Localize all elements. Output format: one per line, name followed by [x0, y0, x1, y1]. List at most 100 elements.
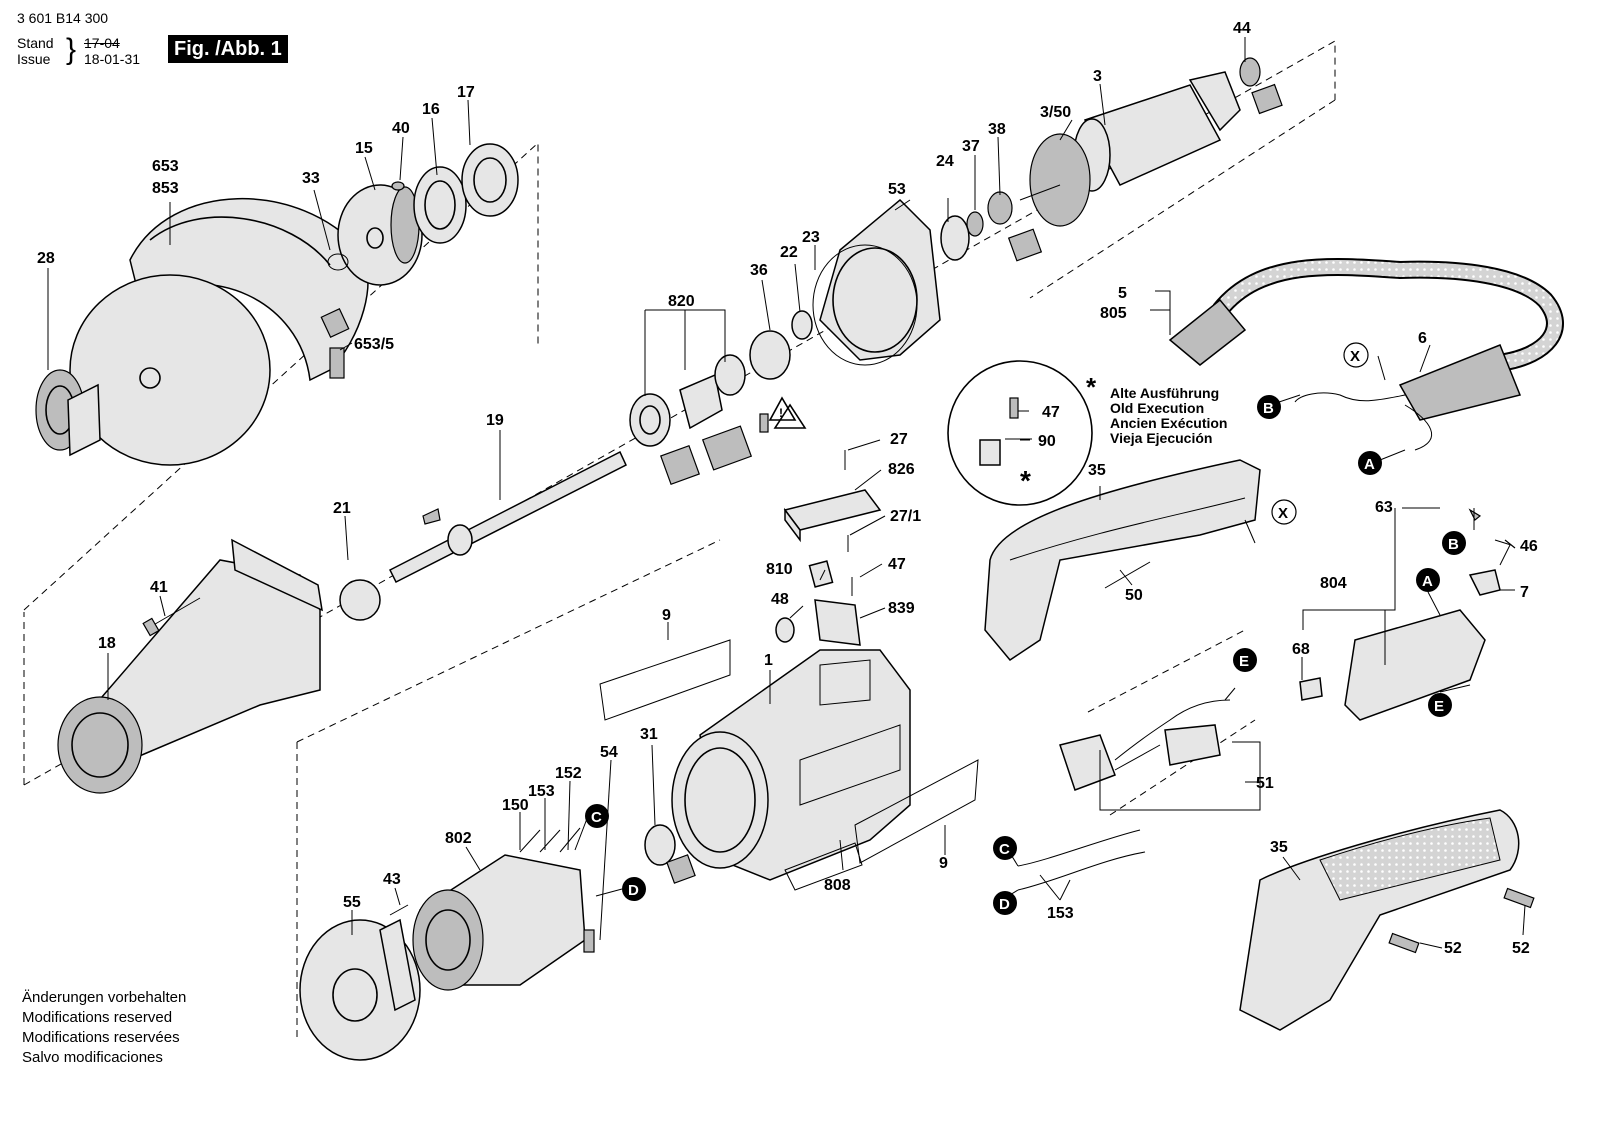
label-6: 6: [1418, 330, 1427, 347]
label-18: 18: [98, 635, 116, 652]
marker-b: B: [1263, 400, 1274, 417]
label-802: 802: [445, 830, 472, 847]
gear-housing: [812, 198, 941, 366]
label-37: 37: [962, 138, 980, 155]
label-63: 63: [1375, 499, 1393, 516]
asterisk-icon: *: [1020, 465, 1031, 496]
label-27-1: 27/1: [890, 508, 921, 525]
old-exec-es: Vieja Ejecución: [1110, 430, 1213, 446]
label-808: 808: [824, 877, 851, 894]
label-805: 805: [1100, 305, 1127, 322]
marker-a: A: [1364, 456, 1375, 473]
label-52a: 52: [1444, 940, 1462, 957]
label-853: 853: [152, 180, 179, 197]
old-exec-fr: Ancien Exécution: [1110, 415, 1228, 431]
wheel-guard: [129, 198, 369, 382]
label-1: 1: [764, 652, 773, 669]
label-48: 48: [771, 591, 789, 608]
label-36: 36: [750, 262, 768, 279]
note-fr: Modifications reservées: [22, 1029, 180, 1046]
label-153b: 153: [1047, 905, 1074, 922]
label-810: 810: [766, 561, 793, 578]
issue-date: 18-01-31: [84, 51, 141, 67]
label-21: 21: [333, 500, 351, 517]
old-exec-de: Alte Ausführung: [1110, 385, 1220, 401]
marker-d: D: [999, 896, 1010, 913]
stand-label: Stand: [17, 35, 54, 51]
asterisk-icon: *: [1086, 372, 1097, 402]
note-en: Modifications reserved: [22, 1009, 173, 1026]
brace-icon: }: [66, 33, 77, 66]
power-cord: [1168, 258, 1564, 451]
label-68: 68: [1292, 641, 1310, 658]
wires-153: [1017, 829, 1146, 891]
label-9a: 9: [662, 607, 671, 624]
markers: B A X X B A E E C D C D: [585, 342, 1466, 915]
pinion-bearings: [629, 83, 1283, 485]
label-46: 46: [1520, 538, 1538, 555]
marker-c: C: [591, 809, 602, 826]
spindle: [339, 450, 627, 621]
label-31: 31: [640, 726, 658, 743]
label-150: 150: [502, 797, 529, 814]
label-51: 51: [1256, 775, 1274, 792]
grinding-wheel: [35, 274, 271, 466]
label-152: 152: [555, 765, 582, 782]
label-47b: 47: [888, 556, 906, 573]
label-55: 55: [343, 894, 361, 911]
figure-label: Fig. /Abb. 1: [168, 35, 288, 63]
handle-lower: [1239, 809, 1535, 1031]
label-35b: 35: [1270, 839, 1288, 856]
flange-parts: [320, 143, 519, 379]
part-labels: 44 3 3/50 38 37 24 53 23 22 36 820 17 16…: [37, 20, 1538, 957]
old-exec-en: Old Execution: [1110, 400, 1205, 416]
footer-notes: Änderungen vorbehalten Modifications res…: [22, 988, 186, 1068]
nameplates: [599, 639, 979, 891]
label-7: 7: [1520, 584, 1529, 601]
label-3-50: 3/50: [1040, 104, 1071, 121]
marker-x: X: [1278, 505, 1288, 522]
armature: [940, 57, 1261, 261]
switch-assembly: [1299, 508, 1516, 721]
label-653-5: 653/5: [354, 336, 394, 353]
label-22: 22: [780, 244, 798, 261]
handle-upper: [984, 459, 1261, 661]
label-41: 41: [150, 579, 168, 596]
label-52b: 52: [1512, 940, 1530, 957]
label-23: 23: [802, 229, 820, 246]
label-15: 15: [355, 140, 373, 157]
label-33: 33: [302, 170, 320, 187]
label-44: 44: [1233, 20, 1251, 37]
note-es: Salvo modificaciones: [22, 1049, 163, 1066]
old-date: 17-04: [84, 35, 120, 51]
label-90: 90: [1038, 433, 1056, 450]
marker-d: D: [628, 882, 639, 899]
switch-51: [1059, 699, 1261, 811]
motor-housing: [671, 649, 911, 881]
brush-holder: [775, 450, 882, 646]
label-820: 820: [668, 293, 695, 310]
label-19: 19: [486, 412, 504, 429]
label-16: 16: [422, 101, 440, 118]
part-number: 3 601 B14 300: [17, 10, 109, 26]
label-43: 43: [383, 871, 401, 888]
old-execution-detail: [947, 360, 1093, 506]
marker-e: E: [1434, 698, 1444, 715]
label-839: 839: [888, 600, 915, 617]
warning-icon: !: [768, 396, 797, 421]
label-24: 24: [936, 153, 954, 170]
label-804: 804: [1320, 575, 1347, 592]
label-50: 50: [1125, 587, 1143, 604]
label-28: 28: [37, 250, 55, 267]
marker-x: X: [1350, 348, 1360, 365]
note-de: Änderungen vorbehalten: [22, 989, 187, 1006]
stator: [299, 824, 696, 1061]
label-826: 826: [888, 461, 915, 478]
label-17: 17: [457, 84, 475, 101]
old-execution-legend: * Alte Ausführung Old Execution Ancien E…: [1086, 374, 1228, 446]
label-5: 5: [1118, 285, 1127, 302]
label-653: 653: [152, 158, 179, 175]
marker-c: C: [999, 841, 1010, 858]
